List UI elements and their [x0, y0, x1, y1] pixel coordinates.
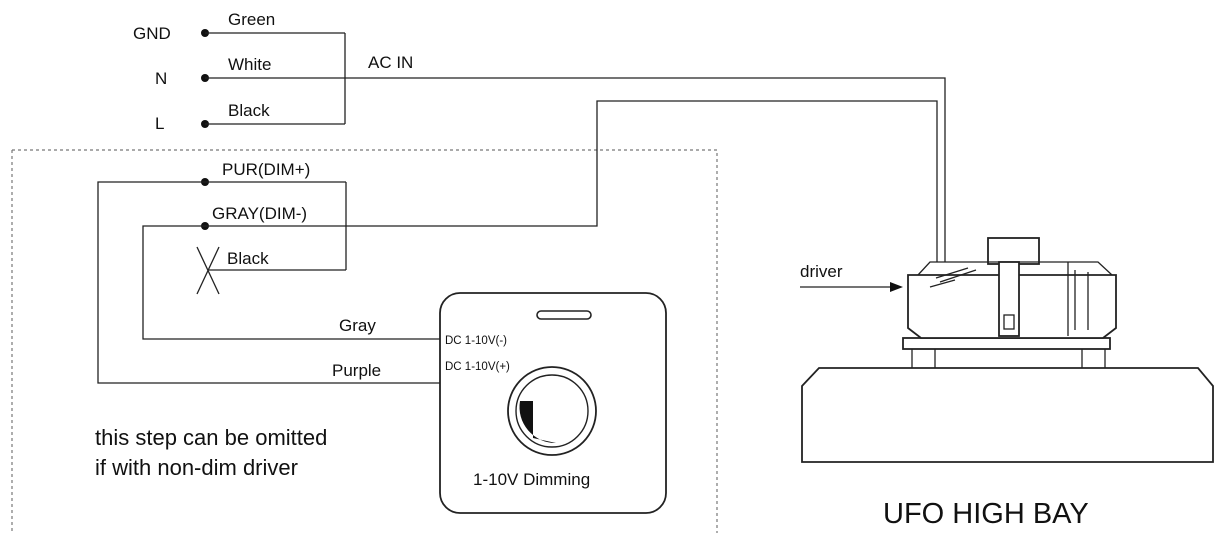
lead-pur-label: PUR(DIM+) [222, 160, 310, 179]
note-line-1: this step can be omitted [95, 425, 327, 450]
note-line-2: if with non-dim driver [95, 455, 298, 480]
lead-gray-label: GRAY(DIM-) [212, 204, 307, 223]
terminal-gnd-label: GND [133, 24, 171, 43]
dimmer-switch: DC 1-10V(-) DC 1-10V(+) 1-10V Dimming [439, 292, 667, 514]
wire-black-label: Black [228, 101, 270, 120]
wire-purple-to-dimmer [97, 181, 440, 384]
ac-in-label: AC IN [368, 53, 413, 72]
dimmer-title: 1-10V Dimming [473, 470, 590, 489]
wire-gray-to-dimmer [142, 225, 440, 340]
dimmer-term-minus: DC 1-10V(-) [445, 335, 507, 347]
dimmer-indicator-slot [536, 310, 592, 320]
ufo-high-bay-fixture: driver UFO HIGH BAY [800, 237, 1214, 530]
wire-green-label: Green [228, 10, 275, 29]
fixture-reflector [801, 367, 1214, 463]
driver-dim-lead [346, 100, 938, 262]
optional-dimming-boundary [12, 149, 718, 533]
dimmer-term-plus: DC 1-10V(+) [445, 361, 510, 373]
wire-white [205, 77, 946, 262]
wire-purple-label: Purple [332, 361, 381, 380]
lead-black-label: Black [227, 249, 269, 268]
driver-label: driver [800, 262, 843, 281]
lead-black-cut-icon [196, 246, 220, 295]
driver-housing [907, 237, 1117, 339]
wire-white-label: White [228, 55, 271, 74]
wire-gray-label: Gray [339, 316, 376, 335]
driver-pointer-arrow [800, 282, 903, 292]
terminal-n-label: N [155, 69, 167, 88]
terminal-l-label: L [155, 114, 164, 133]
fixture-title: UFO HIGH BAY [883, 498, 1089, 530]
dimmer-knob-icon [507, 366, 597, 456]
